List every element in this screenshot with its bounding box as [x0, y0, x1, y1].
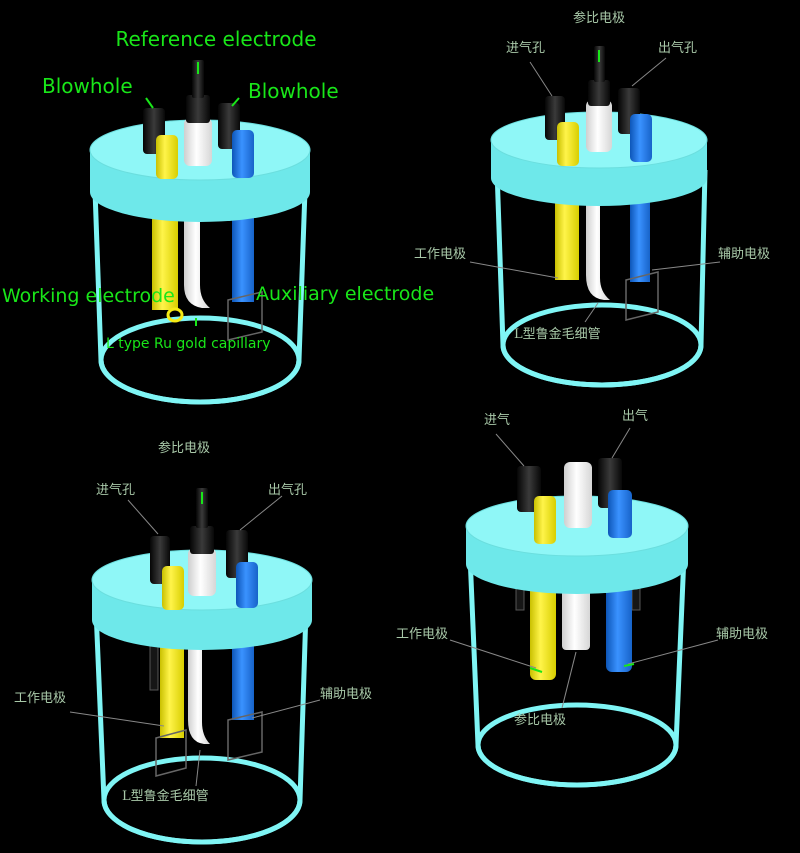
- reference-electrode-cap: [588, 80, 610, 106]
- label-auxiliary-electrode: Auxiliary electrode: [256, 283, 434, 305]
- beaker-bottom: [101, 755, 303, 845]
- reference-electrode-body: [586, 100, 612, 152]
- leader-gas-in: [529, 61, 553, 97]
- capillary-tube: [184, 200, 210, 308]
- leader-auxiliary: [251, 699, 321, 719]
- reference-electrode-wire: [594, 46, 605, 82]
- working-electrode-top: [162, 566, 184, 610]
- auxiliary-plate: [625, 271, 659, 321]
- label-gas-out: 出气孔: [658, 40, 697, 56]
- cell-2: 参比电极 进气孔 出气孔 工作电极 辅助电极 L型鲁金毛细管: [414, 10, 770, 388]
- leader-gas-out: [239, 495, 283, 531]
- working-electrode-top: [156, 135, 178, 179]
- label-gas-in: 进气孔: [96, 482, 135, 498]
- beaker-bottom: [475, 702, 679, 788]
- lid-bottom-edge: [90, 162, 310, 222]
- reference-electrode-body: [188, 548, 216, 596]
- reference-electrode-wire: [192, 60, 204, 98]
- leader-working: [449, 639, 537, 669]
- label-working-electrode: 工作电极: [14, 691, 66, 706]
- auxiliary-electrode-top: [608, 490, 632, 538]
- reference-electrode-cap: [190, 526, 214, 554]
- leader-capillary: [195, 749, 201, 787]
- capillary-tube: [188, 620, 210, 744]
- label-capillary: L type Ru gold capillary: [106, 336, 271, 352]
- label-reference-electrode: Reference electrode: [115, 27, 316, 51]
- auxiliary-plate: [227, 711, 263, 761]
- beaker-bottom: [500, 302, 704, 388]
- label-blowhole-left: Blowhole: [42, 74, 133, 98]
- label-capillary: L型鲁金毛细管: [122, 788, 209, 804]
- working-plate: [155, 729, 187, 777]
- reference-electrode-wire: [196, 488, 208, 528]
- leader-auxiliary: [651, 261, 721, 271]
- leader-gas-out: [631, 57, 667, 87]
- label-blowhole-right: Blowhole: [248, 79, 339, 103]
- working-electrode-top: [557, 122, 579, 166]
- label-gas-in: 进气孔: [506, 40, 545, 56]
- auxiliary-electrode-top: [630, 114, 652, 162]
- leader-working: [69, 711, 165, 727]
- working-electrode-rod: [530, 570, 556, 680]
- leader-blowhole-left: [145, 97, 154, 109]
- auxiliary-electrode-top: [236, 562, 258, 608]
- leader-working: [469, 261, 559, 279]
- auxiliary-electrode-rod: [606, 570, 632, 672]
- tick-auxiliary: [623, 663, 635, 667]
- label-gas-out: 出气孔: [268, 482, 307, 498]
- label-working-electrode: 工作电极: [414, 247, 466, 262]
- beaker-bottom: [98, 315, 302, 405]
- working-electrode-tip: [166, 307, 184, 323]
- leader-gas-in: [127, 499, 159, 535]
- auxiliary-plate: [227, 291, 263, 341]
- leader-capillary: [584, 302, 599, 323]
- label-gas-in: 进气: [484, 412, 510, 428]
- label-auxiliary-electrode: 辅助电极: [716, 627, 768, 642]
- cell-3: 参比电极 进气孔 出气孔 工作电极 辅助电极 L型鲁金毛细管: [14, 440, 372, 845]
- auxiliary-electrode-rod: [630, 190, 650, 282]
- capillary-tube: [586, 190, 610, 300]
- leader-gas-out: [611, 427, 631, 459]
- auxiliary-electrode-rod: [232, 200, 254, 302]
- label-auxiliary-electrode: 辅助电极: [718, 247, 770, 262]
- working-electrode-top: [534, 496, 556, 544]
- label-reference-electrode: 参比电极: [514, 712, 566, 728]
- reference-electrode-cap: [186, 95, 210, 123]
- label-reference-electrode: 参比电极: [158, 440, 210, 456]
- label-gas-out: 出气: [622, 408, 648, 424]
- label-working-electrode: Working electrode: [2, 285, 175, 307]
- leader-reference: [561, 651, 577, 709]
- label-working-electrode: 工作电极: [396, 627, 448, 642]
- tick-working: [529, 667, 543, 673]
- cell-1: Reference electrode Blowhole Blowhole Wo…: [2, 27, 434, 405]
- label-reference-electrode: 参比电极: [573, 10, 625, 26]
- auxiliary-electrode-top: [232, 130, 254, 178]
- label-capillary: L型鲁金毛细管: [514, 326, 601, 342]
- leader-blowhole-right: [231, 97, 240, 107]
- reference-electrode-body: [184, 118, 212, 166]
- cell-4: 进气 出气 工作电极 辅助电极 参比电极: [396, 408, 768, 788]
- leader-auxiliary: [627, 639, 719, 665]
- leader-gas-in: [495, 433, 525, 467]
- label-auxiliary-electrode: 辅助电极: [320, 687, 372, 702]
- reference-electrode-top: [564, 462, 592, 528]
